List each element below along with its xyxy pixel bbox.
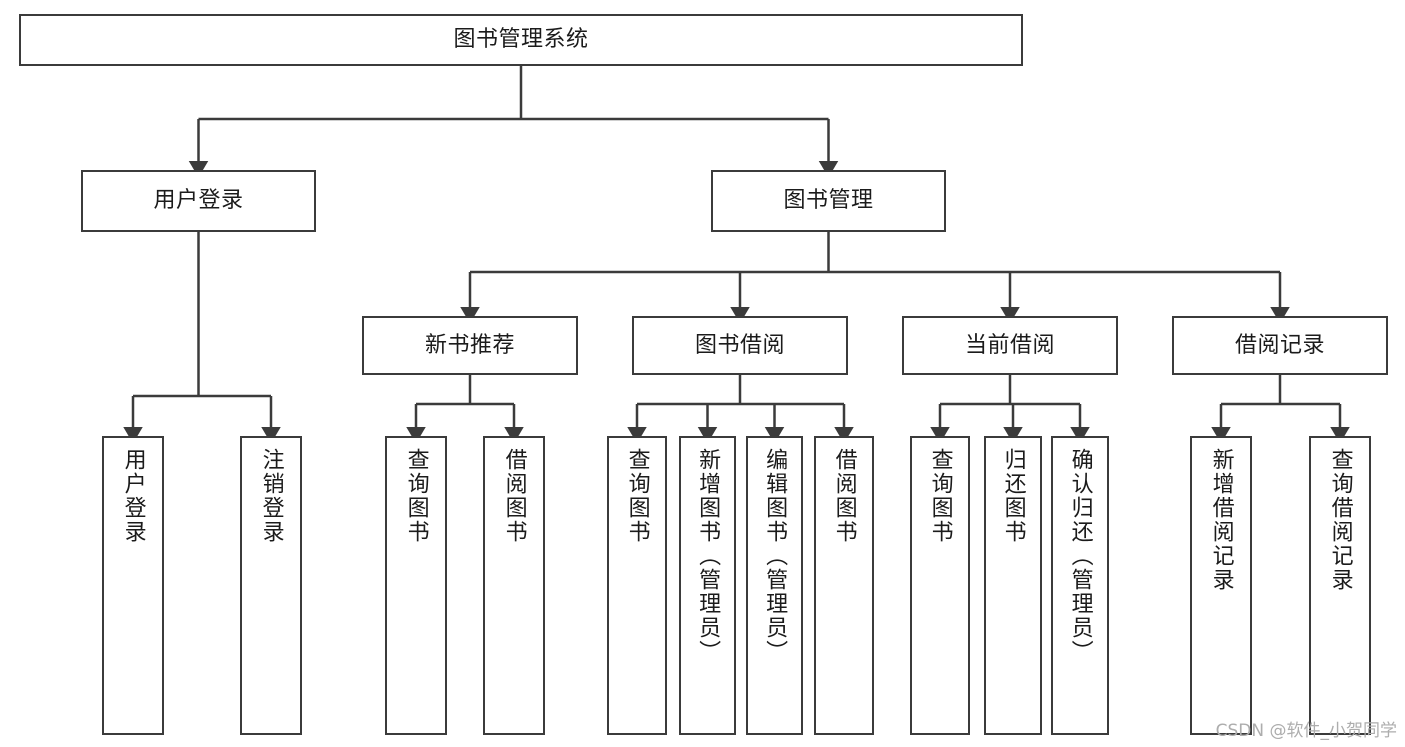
node-leaf-rec-query: 查询借阅记录	[1309, 436, 1371, 735]
node-label: 归还图书	[1000, 448, 1026, 544]
node-label: 用户登录	[120, 448, 146, 544]
node-leaf-cur-return: 归还图书	[984, 436, 1042, 735]
node-root: 图书管理系统	[19, 14, 1023, 66]
node-login: 用户登录	[81, 170, 316, 232]
node-leaf-user-logout: 注销登录	[240, 436, 302, 735]
node-leaf-user-login: 用户登录	[102, 436, 164, 735]
node-label: 图书管理	[783, 188, 874, 214]
node-leaf-br-add: 新增图书（管理员）	[679, 436, 736, 735]
node-label: 查询图书	[927, 448, 953, 544]
node-leaf-rec-add: 新增借阅记录	[1190, 436, 1252, 735]
node-label: 注销登录	[258, 448, 284, 544]
node-leaf-cur-confirm: 确认归还（管理员）	[1051, 436, 1109, 735]
node-label: 用户登录	[153, 188, 244, 214]
node-label: 借阅图书	[831, 448, 857, 544]
node-label: 查询借阅记录	[1327, 448, 1353, 592]
node-bookmgmt: 图书管理	[711, 170, 946, 232]
node-borrow: 图书借阅	[632, 316, 848, 375]
node-leaf-br-borrow: 借阅图书	[814, 436, 874, 735]
node-leaf-br-edit: 编辑图书（管理员）	[746, 436, 803, 735]
node-label: 新增借阅记录	[1208, 448, 1234, 592]
node-label: 借阅图书	[501, 448, 527, 544]
node-label: 新书推荐	[424, 332, 515, 358]
node-label: 图书借阅	[694, 332, 785, 358]
node-label: 编辑图书（管理员）	[762, 448, 788, 664]
node-leaf-br-query: 查询图书	[607, 436, 667, 735]
node-record: 借阅记录	[1172, 316, 1388, 375]
node-label: 确认归还（管理员）	[1067, 448, 1093, 664]
node-label: 查询图书	[403, 448, 429, 544]
node-newbook: 新书推荐	[362, 316, 578, 375]
node-label: 图书管理系统	[453, 27, 589, 53]
node-leaf-new-query: 查询图书	[385, 436, 447, 735]
node-label: 借阅记录	[1234, 332, 1325, 358]
node-label: 查询图书	[624, 448, 650, 544]
node-current: 当前借阅	[902, 316, 1118, 375]
node-label: 当前借阅	[964, 332, 1055, 358]
csdn-watermark: CSDN @软件_小贺同学	[1215, 721, 1397, 741]
node-leaf-new-borrow: 借阅图书	[483, 436, 545, 735]
node-label: 新增图书（管理员）	[695, 448, 721, 664]
node-leaf-cur-query: 查询图书	[910, 436, 970, 735]
